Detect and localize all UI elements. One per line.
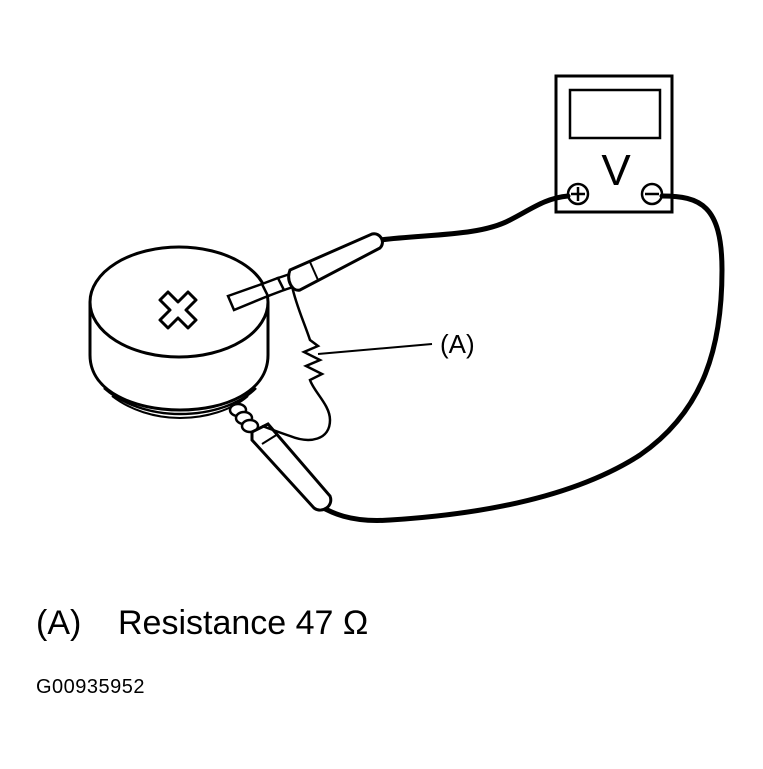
circuit-diagram: V <box>88 74 725 524</box>
positive-lead-wire <box>377 193 571 243</box>
voltmeter-display <box>568 88 662 140</box>
negative-probe <box>250 422 333 512</box>
negative-lead-wire <box>315 193 725 524</box>
sensor <box>88 245 270 420</box>
resistor-47-ohm <box>261 285 332 441</box>
legend-key: (A) <box>36 604 82 642</box>
sensor-cross-symbol <box>158 290 198 330</box>
callout-label-a: (A) <box>440 329 475 359</box>
positive-terminal <box>566 182 590 206</box>
sensor-bottom-terminal <box>228 402 260 434</box>
callout-leader-line <box>317 343 433 355</box>
negative-terminal <box>640 182 664 206</box>
sensor-base-rim <box>103 387 257 416</box>
voltmeter: V <box>554 74 674 214</box>
legend-text: Resistance 47 Ω <box>118 604 369 642</box>
positive-probe <box>287 232 384 292</box>
figure-id: G00935952 <box>36 676 146 698</box>
voltmeter-unit-label: V <box>601 146 631 195</box>
legend-line: (A) Resistance 47 Ω <box>36 604 368 643</box>
